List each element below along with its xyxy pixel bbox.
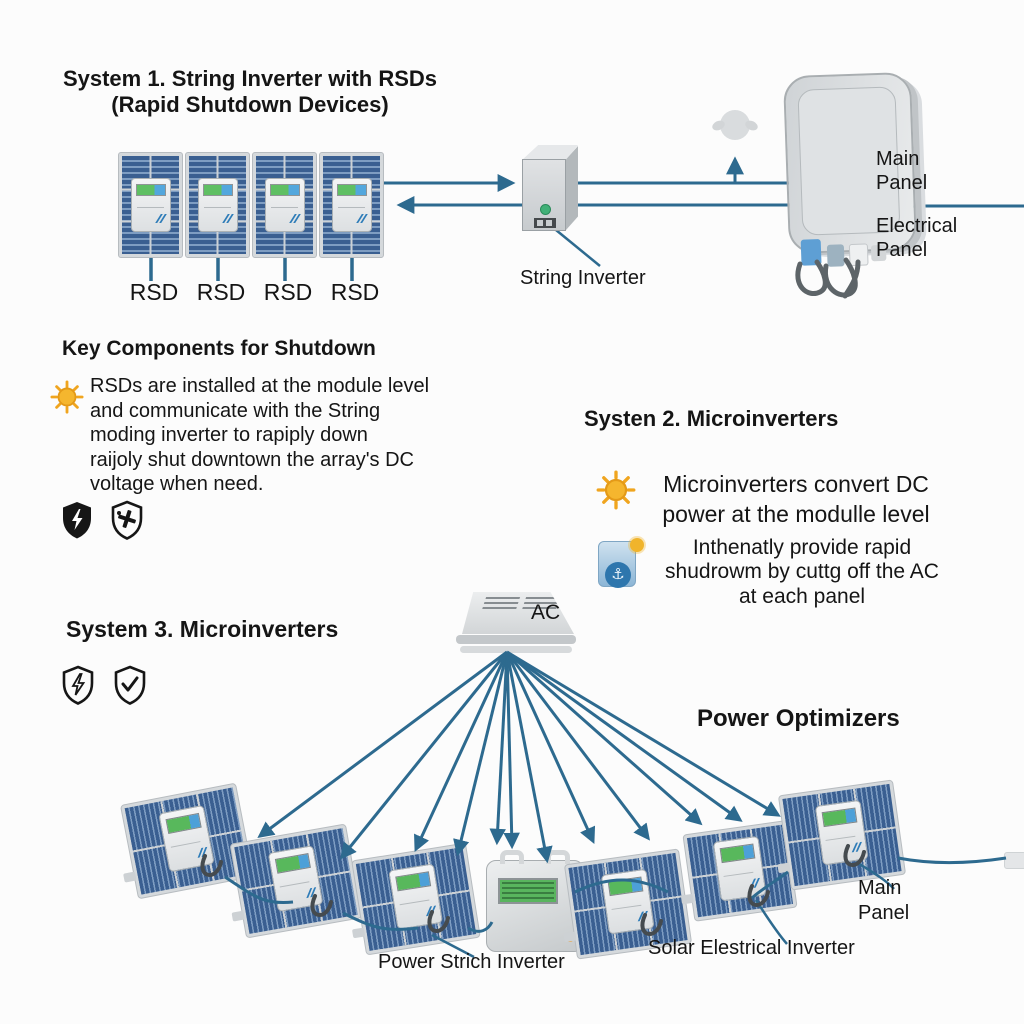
brand-logo-icon bbox=[850, 842, 862, 853]
ac-unit-base bbox=[456, 635, 576, 644]
brand-logo-icon bbox=[222, 214, 233, 224]
rsd-label-2: RSD bbox=[196, 279, 246, 305]
brand-logo-icon bbox=[636, 911, 648, 922]
solar-inverter-label: Solar Elestrical Inverter bbox=[648, 937, 855, 959]
string-inverter-top bbox=[522, 145, 578, 160]
cloud-icon bbox=[720, 110, 750, 140]
power-optimizer bbox=[600, 868, 655, 935]
inverter-lcd bbox=[498, 878, 558, 904]
electrical-panel-label: Electrical Panel bbox=[876, 215, 958, 261]
solar-panel-1 bbox=[118, 152, 183, 258]
key-components-heading: Key Components for Shutdown bbox=[62, 337, 376, 360]
shield-lightning-outline-icon bbox=[62, 665, 94, 705]
power-strich-inverter-label: Power Strich Inverter bbox=[378, 951, 565, 973]
sun-icon bbox=[50, 380, 84, 414]
main-panel-label-bottom: Main Panel bbox=[858, 877, 910, 924]
power-optimizer bbox=[814, 799, 869, 866]
system3-heading: System 3. Microinverters bbox=[66, 616, 339, 642]
rsd-lcd bbox=[269, 184, 300, 196]
rsd-label-3: RSD bbox=[263, 279, 313, 305]
rsd-device bbox=[264, 178, 305, 232]
solar-panel-3 bbox=[252, 152, 317, 258]
system2-bullet2: Inthenatly provide rapid shudrowm by cut… bbox=[665, 536, 939, 608]
solar-panel-2 bbox=[185, 152, 250, 258]
brand-logo-icon bbox=[289, 214, 300, 224]
string-inverter-label: String Inverter bbox=[520, 267, 646, 289]
shield-lightning-filled-icon bbox=[63, 502, 91, 539]
shield-plus-icon bbox=[111, 500, 143, 540]
power-optimizer bbox=[388, 863, 444, 930]
brand-logo-icon bbox=[424, 906, 436, 918]
rsd-device bbox=[331, 178, 372, 232]
inverter-display bbox=[534, 218, 556, 228]
array-panel-1 bbox=[119, 782, 255, 900]
ac-unit-base bbox=[460, 646, 572, 653]
handle bbox=[546, 850, 570, 864]
brand-logo-icon bbox=[305, 887, 318, 899]
mini-sun-icon bbox=[630, 538, 644, 552]
array-panel-3 bbox=[351, 842, 481, 956]
rsd-lcd bbox=[202, 184, 233, 196]
ac-label: AC bbox=[531, 601, 561, 624]
rsd-lcd bbox=[336, 184, 367, 196]
rsd-label-4: RSD bbox=[330, 279, 380, 305]
brand-logo-icon bbox=[356, 214, 367, 224]
system2-bullet1: Microinverters convert DC power at the m… bbox=[662, 471, 930, 527]
string-inverter bbox=[522, 159, 566, 231]
rapid-shutdown-icon: ⚓ bbox=[598, 538, 644, 588]
rsd-label-1: RSD bbox=[129, 279, 179, 305]
handle bbox=[500, 850, 524, 864]
power-optimizers-label: Power Optimizers bbox=[697, 705, 900, 732]
rsd-device bbox=[197, 178, 238, 232]
conduit-white bbox=[848, 243, 869, 267]
system1-title: System 1. String Inverter with RSDs (Rap… bbox=[62, 66, 438, 117]
conduit-blue bbox=[800, 239, 822, 266]
vent-grille bbox=[481, 597, 521, 610]
rsd-lcd bbox=[135, 184, 166, 196]
power-led bbox=[540, 204, 551, 215]
rsd-device bbox=[130, 178, 171, 232]
sun-icon bbox=[596, 470, 636, 510]
power-optimizer bbox=[712, 835, 767, 902]
conduit-gray bbox=[826, 244, 845, 267]
system2-heading: Systen 2. Microinverters bbox=[584, 406, 839, 431]
solar-panel-4 bbox=[319, 152, 384, 258]
brand-logo-icon bbox=[196, 847, 209, 859]
brand-logo-icon bbox=[155, 214, 166, 224]
main-panel-label: Main Panel bbox=[876, 148, 928, 194]
panel-fragment bbox=[1004, 852, 1024, 869]
key-components-body: RSDs are installed at the module level a… bbox=[90, 375, 430, 496]
anchor-icon: ⚓ bbox=[605, 562, 631, 588]
array-panel-2 bbox=[229, 823, 363, 939]
string-inverter-side bbox=[566, 146, 578, 230]
brand-logo-icon bbox=[748, 878, 760, 889]
array-panel-6 bbox=[777, 779, 907, 891]
shield-check-icon bbox=[114, 665, 146, 705]
